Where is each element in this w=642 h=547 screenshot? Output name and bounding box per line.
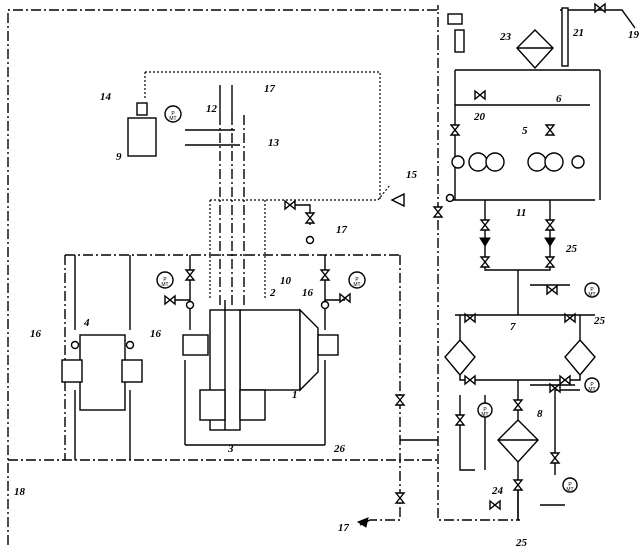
junctions xyxy=(70,193,455,350)
filter-unit xyxy=(497,419,539,464)
label-21: 21 xyxy=(572,27,584,39)
ball-mill-drum xyxy=(209,300,319,431)
circulation-pumps xyxy=(451,152,585,172)
label-6: 6 xyxy=(556,93,562,105)
label-16: 16 xyxy=(30,328,42,340)
label-1: 1 xyxy=(292,389,298,401)
label-8: 8 xyxy=(537,408,543,420)
label-3: 3 xyxy=(227,443,234,455)
label-17: 17 xyxy=(336,224,348,236)
label-18: 18 xyxy=(14,486,26,498)
label-17: 17 xyxy=(264,83,276,95)
equipment xyxy=(61,7,596,464)
label-16: 16 xyxy=(150,328,162,340)
label-23: 23 xyxy=(499,31,512,43)
label-25: 25 xyxy=(515,537,528,547)
label-12: 12 xyxy=(206,103,218,115)
support-blocks xyxy=(61,334,339,421)
pipe-network xyxy=(7,5,636,545)
label-19: 19 xyxy=(628,29,640,41)
label-15: 15 xyxy=(406,169,418,181)
heat-exchanger-left xyxy=(444,338,476,377)
label-25: 25 xyxy=(593,315,606,327)
separator-unit xyxy=(79,334,126,411)
label-2: 2 xyxy=(269,287,276,299)
label-4: 4 xyxy=(83,317,90,329)
label-25: 25 xyxy=(565,243,578,255)
label-16: 16 xyxy=(302,287,314,299)
label-7: 7 xyxy=(510,321,516,333)
label-10: 10 xyxy=(280,275,292,287)
label-5: 5 xyxy=(522,125,528,137)
label-14: 14 xyxy=(100,91,112,103)
valves xyxy=(164,2,606,511)
outlet-arrow xyxy=(356,517,369,528)
dryer-unit xyxy=(127,117,157,157)
level-gauge xyxy=(561,7,569,67)
label-20: 20 xyxy=(473,111,486,123)
label-13: 13 xyxy=(268,137,280,149)
callout-labels: 1 2 3 4 5 6 7 8 9 10 11 12 13 14 15 16 1… xyxy=(14,27,640,547)
label-9: 9 xyxy=(116,151,122,163)
label-11: 11 xyxy=(516,207,526,219)
label-17: 17 xyxy=(338,522,350,534)
heat-exchanger-right xyxy=(564,338,596,377)
label-24: 24 xyxy=(491,485,504,497)
nozzle xyxy=(390,192,405,208)
top-filter xyxy=(516,29,554,70)
label-26: 26 xyxy=(333,443,346,455)
